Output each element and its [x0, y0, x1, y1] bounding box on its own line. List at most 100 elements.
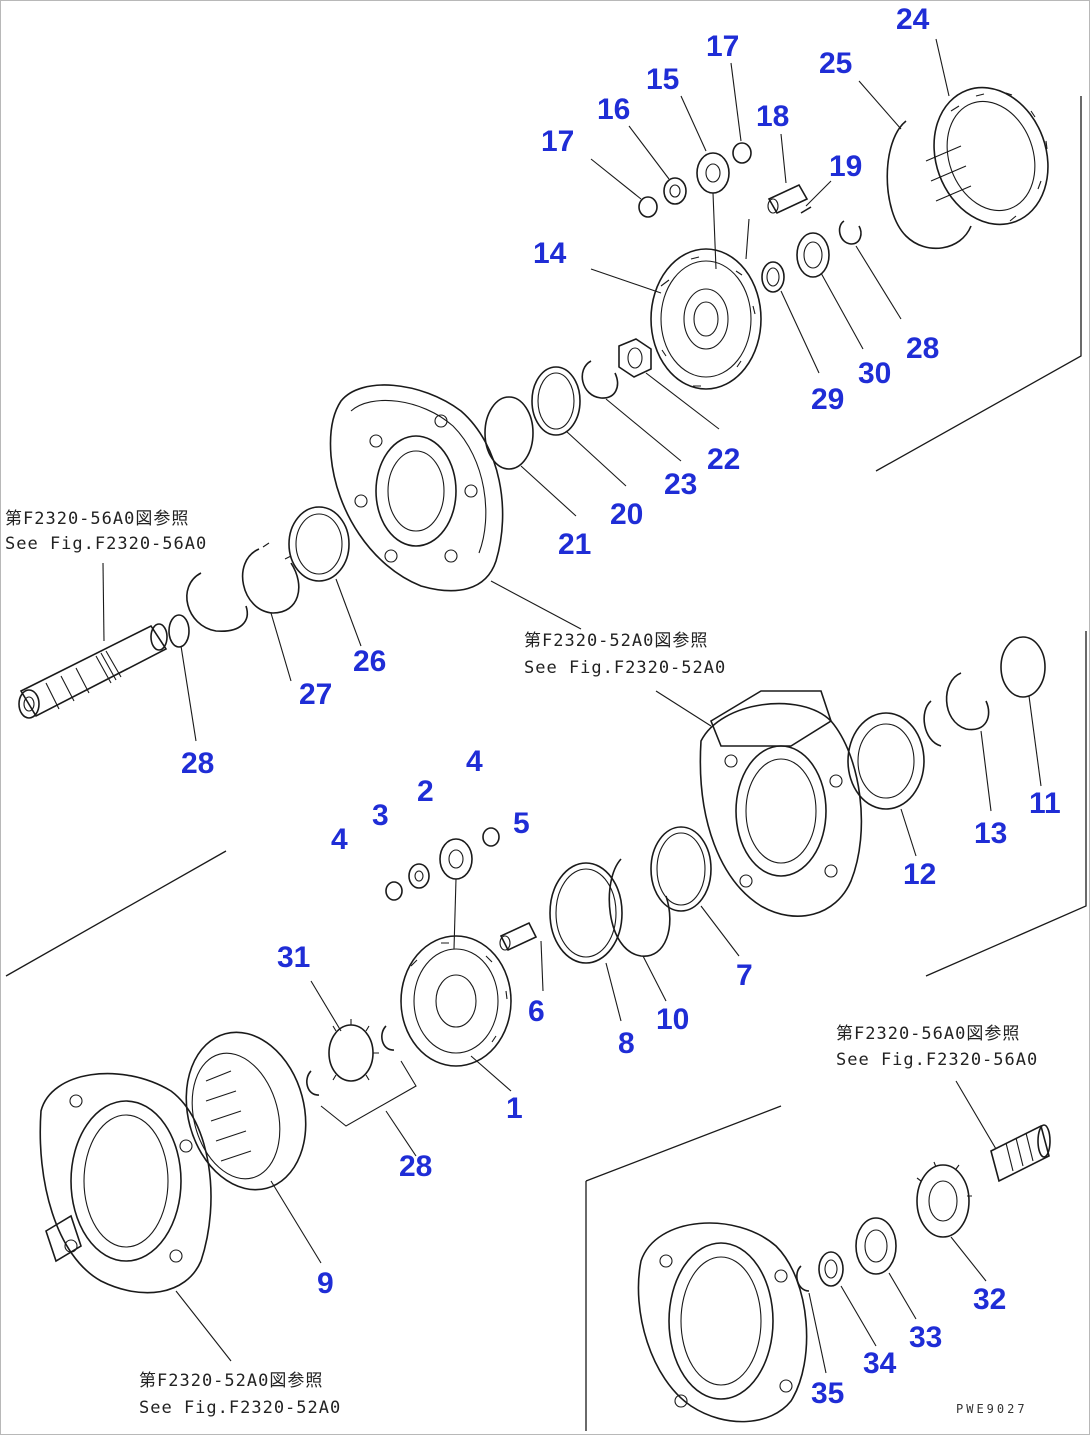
callout-11: 11	[1029, 787, 1061, 820]
callout-28-left: 28	[181, 747, 214, 780]
snap-ring-13	[945, 672, 990, 731]
sun-gear-31	[328, 1019, 379, 1082]
callout-13: 13	[974, 817, 1007, 850]
snap-ring-28-lower-a	[306, 1070, 320, 1096]
ring-gear-25	[886, 120, 972, 250]
callout-5: 5	[513, 807, 530, 840]
ref-note-3-jp: 第F2320-56A0図参照	[836, 1024, 1020, 1044]
callout-16: 16	[597, 93, 630, 126]
callout-33: 33	[909, 1321, 942, 1354]
callout-12: 12	[903, 858, 936, 891]
callout-34: 34	[863, 1347, 897, 1380]
shaft-18	[767, 183, 809, 215]
snap-ring-28-left	[168, 614, 190, 648]
ring-8	[549, 862, 623, 964]
pin-6	[540, 940, 544, 992]
washer-17-left	[638, 196, 658, 218]
nut-22	[618, 338, 652, 378]
callout-25: 25	[819, 47, 852, 80]
callout-6: 6	[528, 995, 545, 1028]
callout-27: 27	[299, 678, 332, 711]
ref-note-1-en: See Fig.F2320-56A0	[5, 534, 207, 554]
callout-17-right: 17	[706, 30, 739, 63]
part-labels: 24 25 17 15 16 18 17 19 14 28 30 29 22 2…	[181, 3, 1061, 1410]
bearing-16	[663, 177, 687, 205]
carrier-housing	[329, 384, 504, 592]
bearing-33	[855, 1217, 897, 1275]
callout-22: 22	[707, 443, 740, 476]
frame-lines	[5, 96, 1087, 1431]
callout-32: 32	[973, 1283, 1006, 1316]
ref-note-2-jp: 第F2320-52A0図参照	[524, 631, 708, 651]
callout-24: 24	[896, 3, 930, 36]
callout-14: 14	[533, 237, 567, 270]
washer-4-left	[385, 881, 403, 901]
washer-4-right	[482, 827, 500, 847]
callout-18: 18	[756, 100, 789, 133]
ref-note-1-jp: 第F2320-56A0図参照	[5, 509, 189, 529]
housing-lower-right	[637, 1222, 808, 1423]
bearing-3	[408, 863, 430, 889]
callout-8: 8	[618, 1027, 635, 1060]
output-shaft	[990, 1124, 1051, 1183]
snap-ring-35	[796, 1265, 810, 1292]
spacer-29	[761, 261, 785, 293]
shaft-5	[499, 921, 538, 952]
callout-20: 20	[610, 498, 643, 531]
leader-lines	[102, 38, 1042, 1374]
planet-gear-2	[439, 838, 473, 950]
reference-notes: 第F2320-56A0図参照 See Fig.F2320-56A0 第F2320…	[5, 509, 1038, 1418]
ring-21	[484, 396, 534, 470]
callout-21: 21	[558, 528, 591, 561]
snap-ring-23	[581, 360, 619, 399]
bearing-12	[847, 712, 925, 810]
snap-ring-28-right	[838, 220, 862, 245]
carrier-1	[400, 935, 512, 1067]
callout-4-left: 4	[331, 823, 348, 856]
pin-19	[745, 206, 812, 260]
main-housing-upper	[699, 690, 863, 917]
callout-28-bottom: 28	[399, 1150, 432, 1183]
bracket-28	[320, 1060, 417, 1157]
callout-10: 10	[656, 1003, 689, 1036]
carrier-14	[650, 248, 762, 390]
bearing-32	[916, 1161, 972, 1238]
callout-2: 2	[417, 775, 434, 808]
snap-ring-small	[923, 700, 942, 747]
callout-35: 35	[811, 1377, 844, 1410]
callout-17-left: 17	[541, 125, 574, 158]
bearing-30	[796, 232, 830, 278]
spacer-34	[818, 1251, 844, 1287]
callout-31: 31	[277, 941, 310, 974]
callout-28-top-right: 28	[906, 332, 939, 365]
planet-gear-15	[696, 152, 730, 270]
ring-10	[608, 858, 671, 957]
ring-7	[650, 826, 712, 912]
ring-gear-9	[185, 1031, 307, 1191]
callout-19: 19	[829, 150, 862, 183]
ring-gear-24	[925, 86, 1049, 226]
bearing-26	[288, 506, 350, 582]
snap-ring-large	[186, 572, 248, 632]
callout-26: 26	[353, 645, 386, 678]
ref-note-4-en: See Fig.F2320-52A0	[139, 1398, 341, 1418]
callout-30: 30	[858, 357, 891, 390]
callout-4-right: 4	[466, 745, 483, 778]
callout-15: 15	[646, 63, 679, 96]
ring-20	[531, 366, 581, 436]
drawing-code: PWE9027	[956, 1402, 1028, 1416]
ref-note-4-jp: 第F2320-52A0図参照	[139, 1371, 323, 1391]
input-shaft	[18, 623, 168, 719]
callout-23: 23	[664, 468, 697, 501]
callout-1: 1	[506, 1092, 523, 1125]
callout-29: 29	[811, 383, 844, 416]
ref-note-2-en: See Fig.F2320-52A0	[524, 658, 726, 678]
callout-7: 7	[736, 959, 753, 992]
snap-ring-28-lower-b	[381, 1025, 395, 1051]
ref-note-3-en: See Fig.F2320-56A0	[836, 1050, 1038, 1070]
washer-17-right	[732, 142, 752, 164]
main-housing-lower	[39, 1072, 212, 1294]
callout-3: 3	[372, 799, 389, 832]
